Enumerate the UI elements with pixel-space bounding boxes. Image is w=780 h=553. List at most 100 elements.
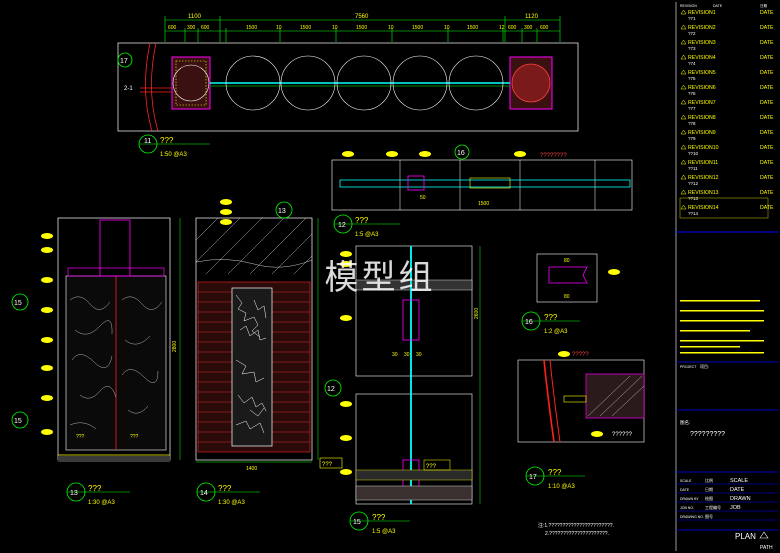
detail-12-number: 12: [338, 222, 346, 229]
plan-label: PLAN: [735, 532, 756, 541]
detail-title-12: 12 ??? 1:5 @A3: [333, 214, 400, 238]
revision-label: REVISION1: [688, 10, 716, 16]
rev-header-right: 日期: [760, 3, 768, 8]
title-row-mid: 日期: [705, 486, 713, 492]
detail-11-number: 11: [144, 138, 151, 145]
revision-date: DATE: [760, 145, 774, 151]
detail-title-14: 14 ??? 1:30 @A3: [196, 482, 260, 506]
dim-12: 12: [499, 25, 505, 31]
revision-date: DATE: [760, 130, 774, 136]
detail-16-number: 16: [525, 319, 533, 326]
revision-triangle-icon: [680, 114, 687, 120]
revision-sub: ?77: [688, 106, 696, 111]
revision-triangle-icon: [680, 69, 687, 75]
revision-date: DATE: [760, 160, 774, 166]
revision-date: DATE: [760, 55, 774, 61]
revision-triangle-icon: [680, 129, 687, 135]
title-row-right: DATE: [730, 487, 745, 493]
left-column: [171, 56, 211, 110]
marker-13-mid: 13: [278, 208, 286, 215]
revision-label: REVISION3: [688, 40, 716, 46]
left-tag-2: ???: [130, 434, 139, 440]
marker-15-b: 15: [14, 418, 22, 425]
dim-10b: 10: [332, 25, 338, 31]
dim-1500b: 1500: [300, 25, 311, 31]
top-detail-strip: 16 ???????? 1500 50: [331, 144, 633, 211]
note-1: 注:1.???????????????????????.: [538, 522, 614, 529]
general-notes: 注:1.???????????????????????. 2.?????????…: [538, 522, 614, 537]
detail-17-number: 17: [529, 474, 537, 481]
plan-wall-lines: [140, 42, 172, 132]
top-dimension-lines: [164, 16, 561, 42]
revision-date: DATE: [760, 190, 774, 196]
strip-callout-tags: [342, 151, 526, 157]
revision-sub: ?71: [688, 16, 696, 21]
left-column-core: [175, 60, 207, 106]
dim-300b: 300: [524, 25, 533, 31]
revision-label: REVISION8: [688, 115, 716, 121]
detail-title-16: 16 ??? 1:2 @A3: [521, 311, 580, 335]
rev-header-left: REVISION: [680, 4, 697, 8]
revision-label: REVISION13: [688, 190, 719, 196]
project-label: PROJECT: [680, 365, 697, 369]
detail-title-13: 13 ??? 1:30 @A3: [66, 482, 130, 506]
title-row-left: DRAWING NO.: [680, 515, 704, 519]
title-row-mid: 工程编号: [705, 504, 721, 510]
revision-sub: ??13: [688, 196, 699, 201]
revision-triangle-icon: [680, 144, 687, 150]
revision-date: DATE: [760, 205, 774, 211]
left-dim-2800: 2800: [172, 341, 178, 352]
detail-16-title: ???: [544, 313, 558, 322]
d17-hatch: [587, 375, 645, 417]
left-callout-tags: [41, 233, 53, 435]
sec15-dim-30a: 30: [392, 352, 398, 358]
revision-sub: ?78: [688, 121, 696, 126]
marker-15-a: 15: [14, 300, 22, 307]
drawing-value: ?????????: [690, 431, 725, 438]
title-row-mid: 比例: [705, 477, 713, 483]
detail-14-title: ???: [218, 484, 232, 493]
dim-1500a: 1500: [246, 25, 257, 31]
detail-17-scale: 1:10 @A3: [548, 484, 575, 490]
dim-600d: 600: [540, 25, 549, 31]
dim-1500c: 1500: [356, 25, 367, 31]
plan-frame: [117, 42, 579, 132]
detail-11-scale: 1:50 @A3: [160, 152, 187, 158]
revision-triangle-icon: [680, 189, 687, 195]
revision-sub: ??14: [688, 211, 699, 216]
revision-label: REVISION7: [688, 100, 716, 106]
title-row-mid: 图号: [705, 513, 713, 519]
detail-12-scale: 1:5 @A3: [355, 232, 379, 238]
d17-tag-bottom: ??????: [612, 432, 633, 438]
top-plan-view: 1100 7560 1120 600 300 600 1500 10 1500 …: [117, 14, 579, 132]
d16-dim-80b: 80: [564, 294, 570, 300]
detail-15-scale: 1:5 @A3: [372, 529, 396, 535]
title-row-right: JOB: [730, 505, 741, 511]
detail-17-wall: ????? ??????: [517, 351, 645, 443]
revision-date: DATE: [760, 70, 774, 76]
revision-date: DATE: [760, 100, 774, 106]
sec15-callout-tags: [340, 251, 352, 475]
textured-panel: [235, 294, 267, 434]
detail-15-number: 15: [353, 519, 361, 526]
revision-triangle-icon: [680, 174, 687, 180]
dim-1120: 1120: [525, 14, 539, 20]
marble-veins-left: [69, 296, 163, 430]
revision-triangle-icon: [680, 54, 687, 60]
detail-11-title: ???: [160, 136, 174, 145]
dim-10a: 10: [276, 25, 282, 31]
revision-sub: ?72: [688, 31, 696, 36]
left-tag-1: ???: [76, 434, 85, 440]
marker-12-mid: 12: [327, 386, 335, 393]
dim-600c: 600: [508, 25, 517, 31]
revision-date: DATE: [760, 40, 774, 46]
revision-date: DATE: [760, 115, 774, 121]
marker-17-label: 17: [120, 58, 128, 65]
section-15-vertical: 30 30 30 2600 ???: [340, 245, 481, 505]
revision-label: REVISION6: [688, 85, 716, 91]
revision-label: REVISION5: [688, 70, 716, 76]
title-row-mid: 绘图: [705, 495, 713, 501]
